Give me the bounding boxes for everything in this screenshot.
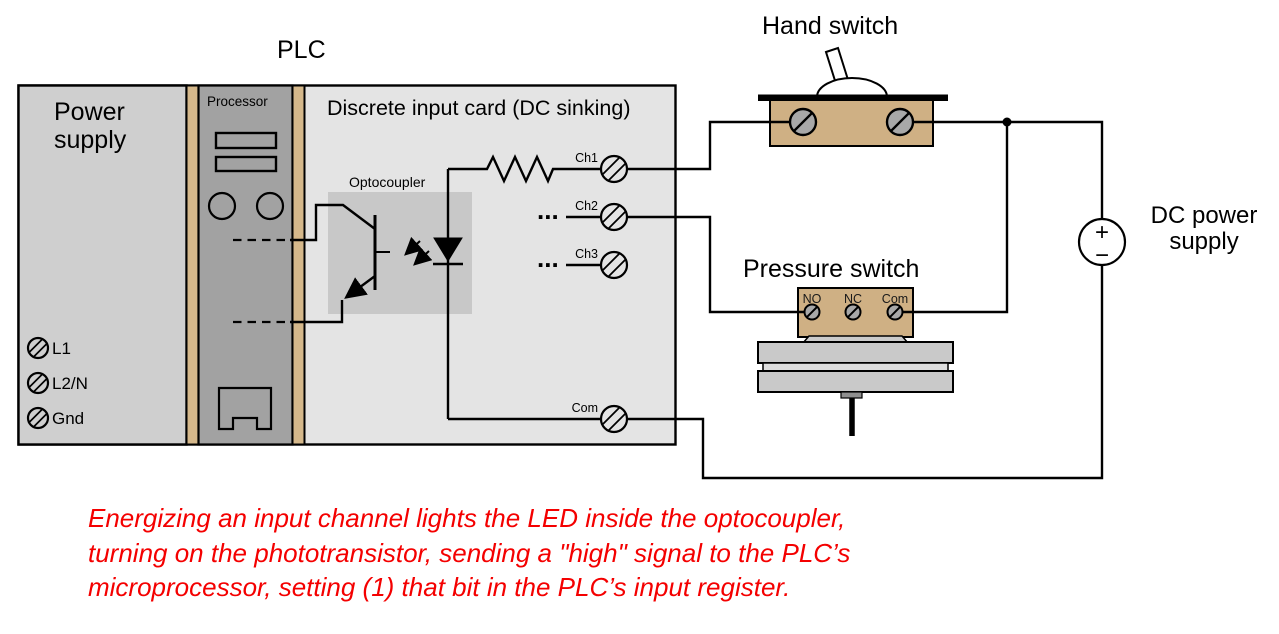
- supply-positive-wire: [913, 120, 1104, 219]
- caption-line-2: turning on the phototransistor, sending …: [88, 537, 851, 568]
- rack-rail-right: [291, 84, 306, 446]
- l1-label: L1: [52, 339, 71, 358]
- optocoupler-label: Optocoupler: [349, 174, 426, 190]
- pressure-com-label: Com: [881, 292, 909, 306]
- ch2-ellipsis: ...: [537, 195, 559, 225]
- ch1-label: Ch1: [575, 151, 598, 165]
- ch3-ellipsis: ...: [537, 243, 559, 273]
- wire-junction-dot: [1002, 117, 1012, 127]
- dc-source-symbol: + −: [1077, 217, 1127, 269]
- ch3-label: Ch3: [575, 247, 598, 261]
- ch1-field-wire: [627, 120, 791, 171]
- diaphragm-disc-lower: [757, 370, 954, 393]
- power-supply-panel: [17, 84, 188, 446]
- gnd-label: Gnd: [52, 409, 85, 428]
- caption-line-1: Energizing an input channel lights the L…: [88, 503, 846, 533]
- plc-title: PLC: [277, 36, 326, 64]
- hand-switch-screw-right: [885, 107, 915, 137]
- port-fitting: [840, 391, 863, 399]
- dc-minus-sign: −: [1095, 242, 1109, 269]
- pressure-switch-label: Pressure switch: [743, 255, 920, 283]
- pressure-no-label: NO: [802, 292, 822, 306]
- input-card-label: Discrete input card (DC sinking): [327, 96, 631, 120]
- dc-plus-sign: +: [1095, 219, 1109, 246]
- diaphragm-disc-upper: [757, 341, 954, 364]
- dc-source-circle: [1077, 217, 1127, 267]
- collector-wire: [290, 203, 376, 242]
- circuit-wires: [290, 120, 1104, 480]
- switch-plate: [758, 94, 948, 101]
- emitter-arrow: [344, 275, 376, 299]
- pressure-no-screw: [803, 303, 821, 321]
- processor-panel: [197, 84, 294, 446]
- led-symbol: [433, 237, 463, 266]
- pressure-com-screw: [886, 303, 904, 321]
- input-resistor: [448, 154, 601, 184]
- rack-rail-left: [185, 84, 200, 446]
- ch2-label: Ch2: [575, 199, 598, 213]
- diaphragm-gasket: [762, 362, 949, 372]
- caption-text: Energizing an input channel lights the L…: [88, 501, 850, 605]
- processor-label: Processor: [207, 94, 268, 109]
- hand-switch-symbol: [758, 46, 948, 147]
- network-jack-icon: [217, 386, 273, 431]
- pressure-com-wire: [903, 122, 1009, 314]
- pressure-nc-screw: [844, 303, 862, 321]
- pressure-nc-label: NC: [843, 292, 863, 306]
- caption-line-3: microprocessor, setting (1) that bit in …: [88, 572, 791, 602]
- dc-supply-label: DC power supply: [1150, 202, 1258, 256]
- processor-port-2: [255, 191, 285, 221]
- power-supply-label: Power supply: [54, 98, 127, 154]
- hand-switch-screw-left: [788, 107, 818, 137]
- com-return-wire: [627, 265, 1104, 480]
- processor-slot-1: [214, 131, 278, 150]
- toggle-dome: [815, 77, 889, 98]
- processor-details: [207, 131, 290, 431]
- ch2-field-wire: [627, 215, 805, 314]
- processor-port-1: [207, 191, 237, 221]
- com-label: Com: [571, 401, 598, 415]
- hand-switch-label: Hand switch: [762, 12, 899, 40]
- light-arrow-2: [413, 246, 433, 266]
- emitter-wire: [290, 300, 344, 324]
- processor-slot-2: [214, 155, 278, 173]
- led-triangle: [433, 237, 463, 262]
- l2n-label: L2/N: [52, 374, 88, 393]
